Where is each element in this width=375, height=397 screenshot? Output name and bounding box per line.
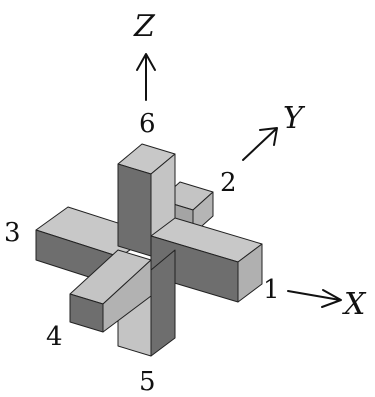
y-axis-arrow <box>242 127 278 161</box>
arm-1-end-face <box>237 243 263 303</box>
arm-5-label: 5 <box>139 367 156 397</box>
z-axis-arrow <box>136 53 156 101</box>
z-axis-label: Z <box>133 9 156 44</box>
arm-2-label: 2 <box>220 168 237 198</box>
x-axis-arrow <box>287 289 342 308</box>
arm-1-label: 1 <box>263 275 280 305</box>
y-axis-label: Y <box>283 101 306 136</box>
arm-6-label: 6 <box>139 109 156 139</box>
arm-6-left-face <box>117 163 152 257</box>
x-axis-label: X <box>342 287 367 322</box>
arm-4-end-face <box>69 293 104 333</box>
arm-4-block <box>69 249 152 333</box>
arm-3-label: 3 <box>4 218 21 248</box>
arm-4-label: 4 <box>46 322 63 352</box>
arm-5-front-face <box>150 249 176 357</box>
